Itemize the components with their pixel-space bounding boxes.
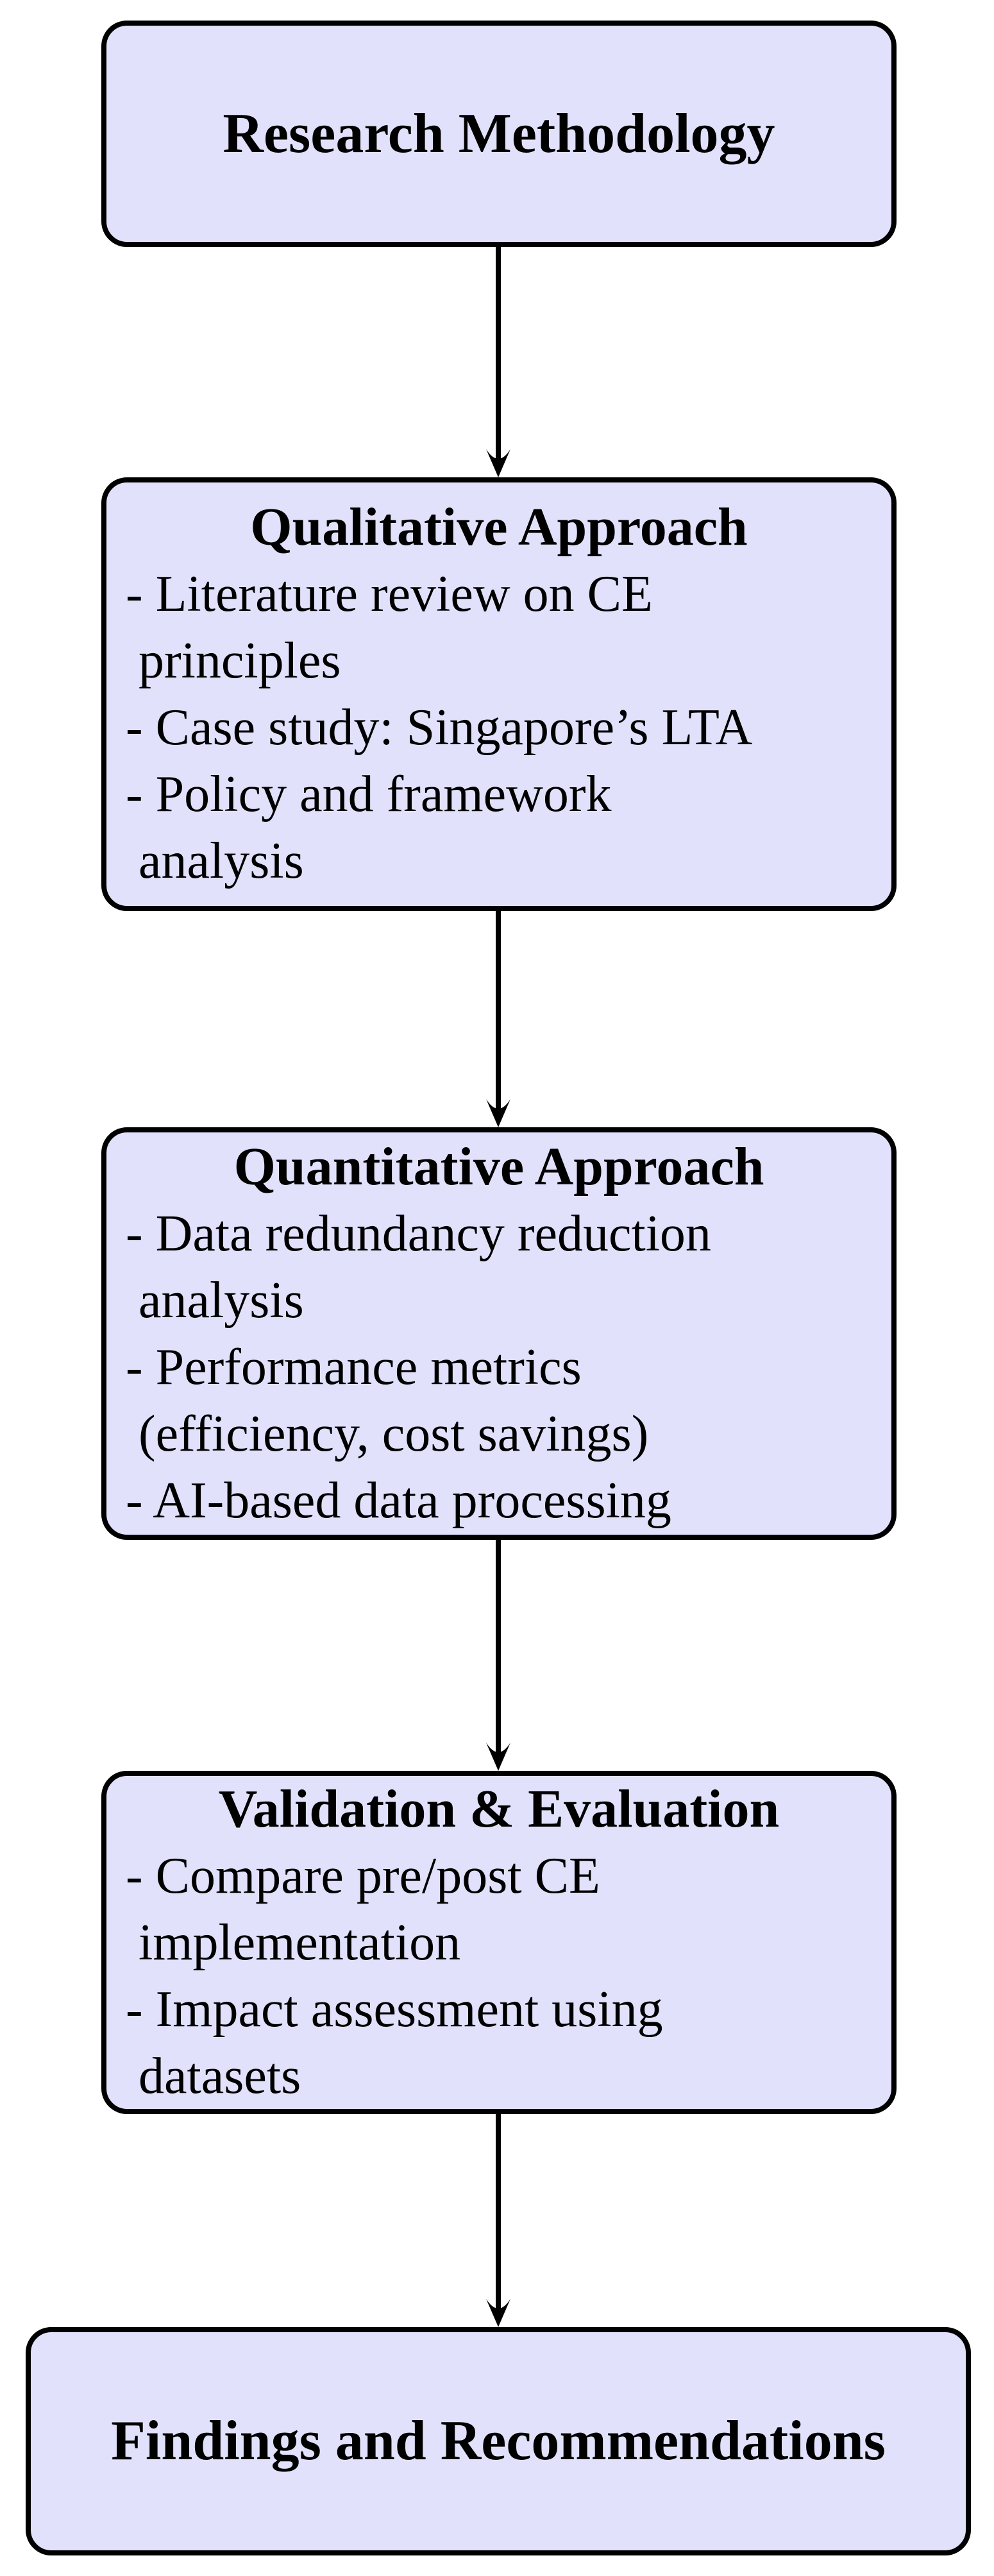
arrowhead-icon xyxy=(486,449,510,477)
node-line: - Case study: Singapore’s LTA xyxy=(126,699,753,756)
node-title: Findings and Recommendations xyxy=(111,2410,886,2472)
node-line: - Literature review on CE xyxy=(126,566,653,622)
down-arrow-icon xyxy=(486,247,510,477)
node-line: (efficiency, cost savings) xyxy=(126,1405,649,1462)
node-line: - Policy and framework xyxy=(126,766,612,823)
node-title: Quantitative Approach xyxy=(233,1136,764,1197)
node-line: - Impact assessment using xyxy=(126,1981,663,2038)
node-title: Research Methodology xyxy=(223,102,775,165)
node-qualitative-approach: Qualitative Approach - Literature review… xyxy=(101,477,897,911)
node-title: Qualitative Approach xyxy=(250,497,748,557)
node-line: datasets xyxy=(126,2047,301,2104)
node-line: analysis xyxy=(126,833,304,889)
down-arrow-icon xyxy=(486,2114,510,2327)
arrowhead-icon xyxy=(486,2299,510,2327)
down-arrow-icon xyxy=(486,1540,510,1771)
arrowhead-icon xyxy=(486,1743,510,1771)
node-line: - AI-based data processing xyxy=(126,1472,671,1529)
node-line: principles xyxy=(126,633,341,689)
node-findings-recommendations: Findings and Recommendations xyxy=(26,2327,971,2555)
down-arrow-icon xyxy=(486,911,510,1127)
node-line: - Data redundancy reduction xyxy=(126,1205,711,1262)
node-line: - Performance metrics xyxy=(126,1338,582,1395)
node-title: Validation & Evaluation xyxy=(218,1778,780,1839)
node-line: implementation xyxy=(126,1914,461,1971)
node-line: analysis xyxy=(126,1272,304,1329)
node-research-methodology: Research Methodology xyxy=(101,21,897,247)
node-validation-evaluation: Validation & Evaluation - Compare pre/po… xyxy=(101,1771,897,2114)
node-line: - Compare pre/post CE xyxy=(126,1847,600,1904)
node-quantitative-approach: Quantitative Approach - Data redundancy … xyxy=(101,1127,897,1540)
arrowhead-icon xyxy=(486,1099,510,1127)
